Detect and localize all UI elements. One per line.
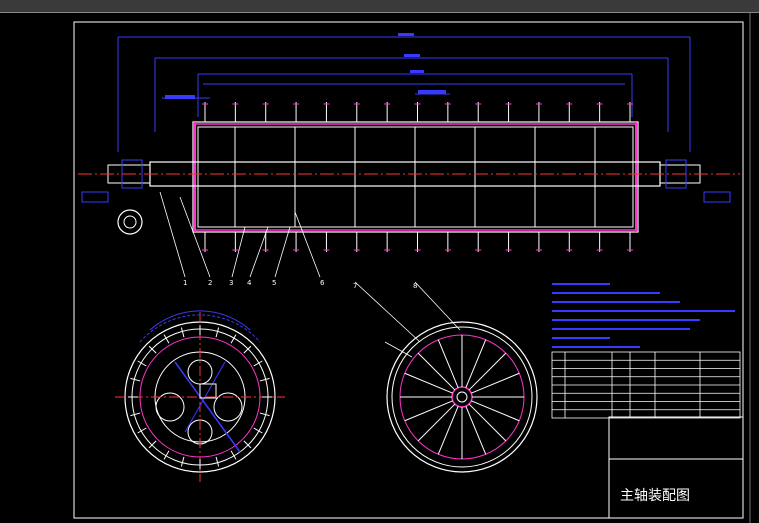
ring-slot — [148, 345, 157, 354]
sheet-border — [73, 21, 744, 519]
drum-ribs — [234, 127, 596, 227]
parts-table — [551, 351, 741, 419]
spoke — [465, 406, 487, 455]
drawing-title: 主轴装配图 — [620, 488, 690, 504]
ring-slot — [163, 450, 170, 460]
ring-slot — [243, 345, 252, 354]
bottom-bolts — [202, 232, 633, 252]
window-title-bar — [0, 0, 759, 13]
end-view-inner — [123, 215, 137, 229]
ring-slot — [230, 334, 237, 344]
callout-number: 4 — [247, 279, 252, 287]
spoke — [437, 339, 459, 388]
callout-number: 7 — [353, 282, 357, 290]
callout-leaders — [159, 191, 461, 343]
title-block — [608, 416, 744, 519]
dimension-labels — [81, 33, 731, 203]
spoke — [437, 406, 459, 455]
left-section-view — [115, 310, 285, 482]
callout-number: 5 — [272, 279, 276, 287]
drum-body — [192, 121, 639, 233]
callout-number: 8 — [413, 282, 417, 290]
spoke — [468, 352, 507, 391]
spoke — [468, 403, 507, 442]
ring-slot — [148, 440, 157, 449]
ring-slot — [130, 412, 141, 417]
ring-slot — [253, 360, 263, 367]
ring-slot — [253, 427, 263, 434]
spoke — [417, 403, 456, 442]
end-view-circle — [117, 209, 143, 235]
callout-number: 1 — [183, 279, 187, 287]
ring-slot — [180, 327, 185, 338]
callout-number: 2 — [208, 279, 212, 287]
spoke — [471, 372, 520, 394]
ring-slot — [137, 360, 147, 367]
spoke — [465, 339, 487, 388]
wheel-spokes — [400, 335, 524, 459]
left-view-slots — [128, 325, 272, 469]
spoke — [417, 352, 456, 391]
ring-slot — [137, 427, 147, 434]
spoke — [471, 400, 520, 422]
ring-slot — [243, 440, 252, 449]
cad-canvas[interactable]: 1 2 3 4 5 6 7 8 — [0, 12, 759, 523]
ring-slot — [215, 327, 220, 338]
ring-slot — [230, 450, 237, 460]
ring-slot — [180, 456, 185, 467]
ring-slot — [259, 412, 270, 417]
ring-slot — [259, 377, 270, 382]
callout-number: 6 — [320, 279, 325, 287]
technical-notes — [552, 283, 735, 348]
ring-slot — [163, 334, 170, 344]
ring-slot — [215, 456, 220, 467]
wheel-leader — [384, 341, 413, 358]
callout-number: 3 — [229, 279, 233, 287]
callout-labels: 1 2 3 4 5 6 7 8 — [183, 279, 417, 290]
top-bolts — [202, 102, 633, 122]
ring-slot — [130, 377, 141, 382]
spoke — [404, 372, 453, 394]
spoke — [404, 400, 453, 422]
dimension-lines — [117, 36, 691, 152]
